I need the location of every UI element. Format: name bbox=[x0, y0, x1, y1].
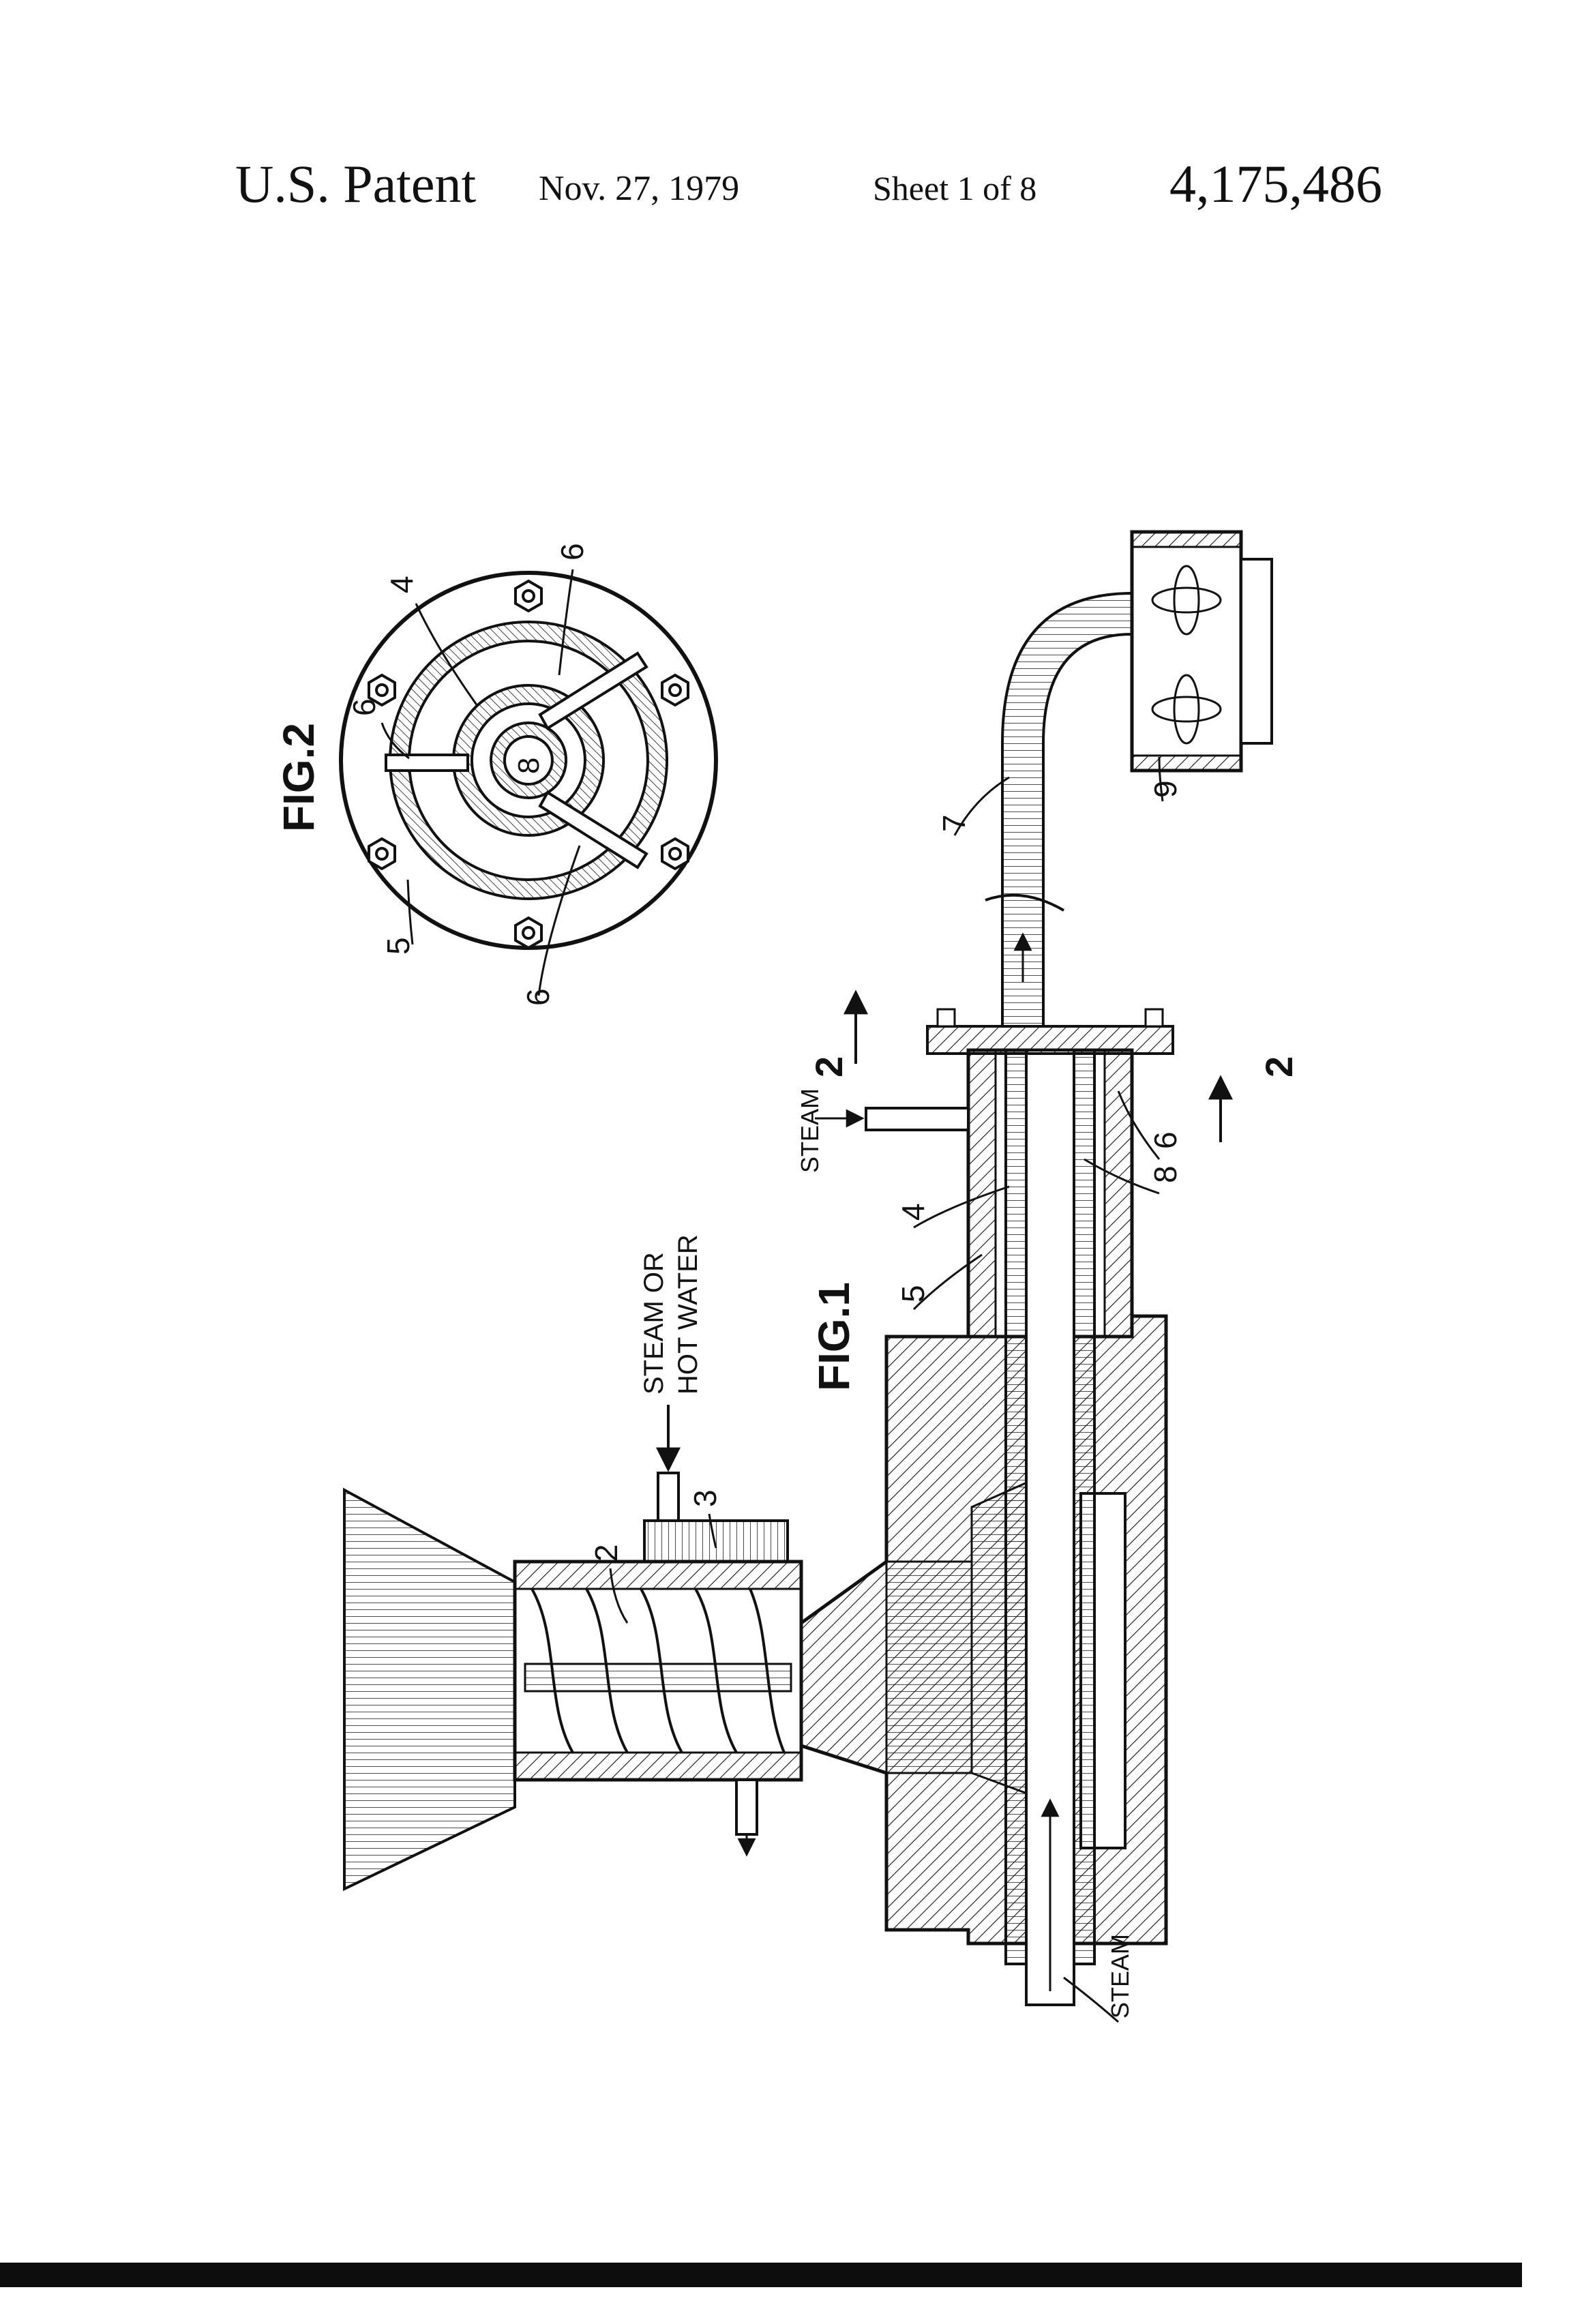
fig2-ref-5: 5 bbox=[380, 937, 416, 955]
fig2-ref-6-left: 6 bbox=[346, 698, 382, 716]
page-bottom-rule bbox=[0, 2263, 1522, 2287]
fig1-label: FIG.1 bbox=[809, 1282, 859, 1391]
fig1-fan-housing bbox=[1132, 532, 1241, 771]
fig1-flange bbox=[927, 1026, 1173, 1054]
fig1-steam-hot-water-line1: STEAM OR bbox=[639, 1252, 669, 1395]
fig1-steam-bottom: STEAM bbox=[1106, 1934, 1134, 2018]
figure-1: STEAM OR HOT WATER STEAM 2 2 bbox=[344, 532, 1300, 2022]
fig1-ref-3: 3 bbox=[687, 1489, 723, 1507]
fig2-ref-6-bottom: 6 bbox=[520, 988, 556, 1006]
fig1-steam-hot-water-line2: HOT WATER bbox=[673, 1234, 703, 1395]
fig1-ref-5: 5 bbox=[895, 1285, 931, 1302]
fig1-section-mark-top: 2 bbox=[807, 1056, 850, 1077]
fig1-ref-2: 2 bbox=[588, 1544, 624, 1562]
fig1-steam-top: STEAM bbox=[796, 1088, 824, 1173]
fig2-ref-8: 8 bbox=[512, 758, 546, 774]
fig2-ref-6-top: 6 bbox=[554, 543, 590, 561]
figure-2: FIG.2 4 6 6 8 5 6 bbox=[274, 543, 716, 1006]
fig1-hopper bbox=[344, 1490, 515, 1889]
fig1-ref-8: 8 bbox=[1148, 1165, 1183, 1183]
fig1-ref-9: 9 bbox=[1148, 780, 1183, 798]
fig2-label: FIG.2 bbox=[274, 723, 323, 832]
fig1-ref-4: 4 bbox=[895, 1203, 931, 1221]
fig1-ref-6: 6 bbox=[1148, 1131, 1183, 1149]
fig1-section-mark-bottom: 2 bbox=[1257, 1056, 1300, 1077]
fig2-ref-4: 4 bbox=[384, 576, 419, 593]
fig1-jacket bbox=[644, 1521, 788, 1562]
